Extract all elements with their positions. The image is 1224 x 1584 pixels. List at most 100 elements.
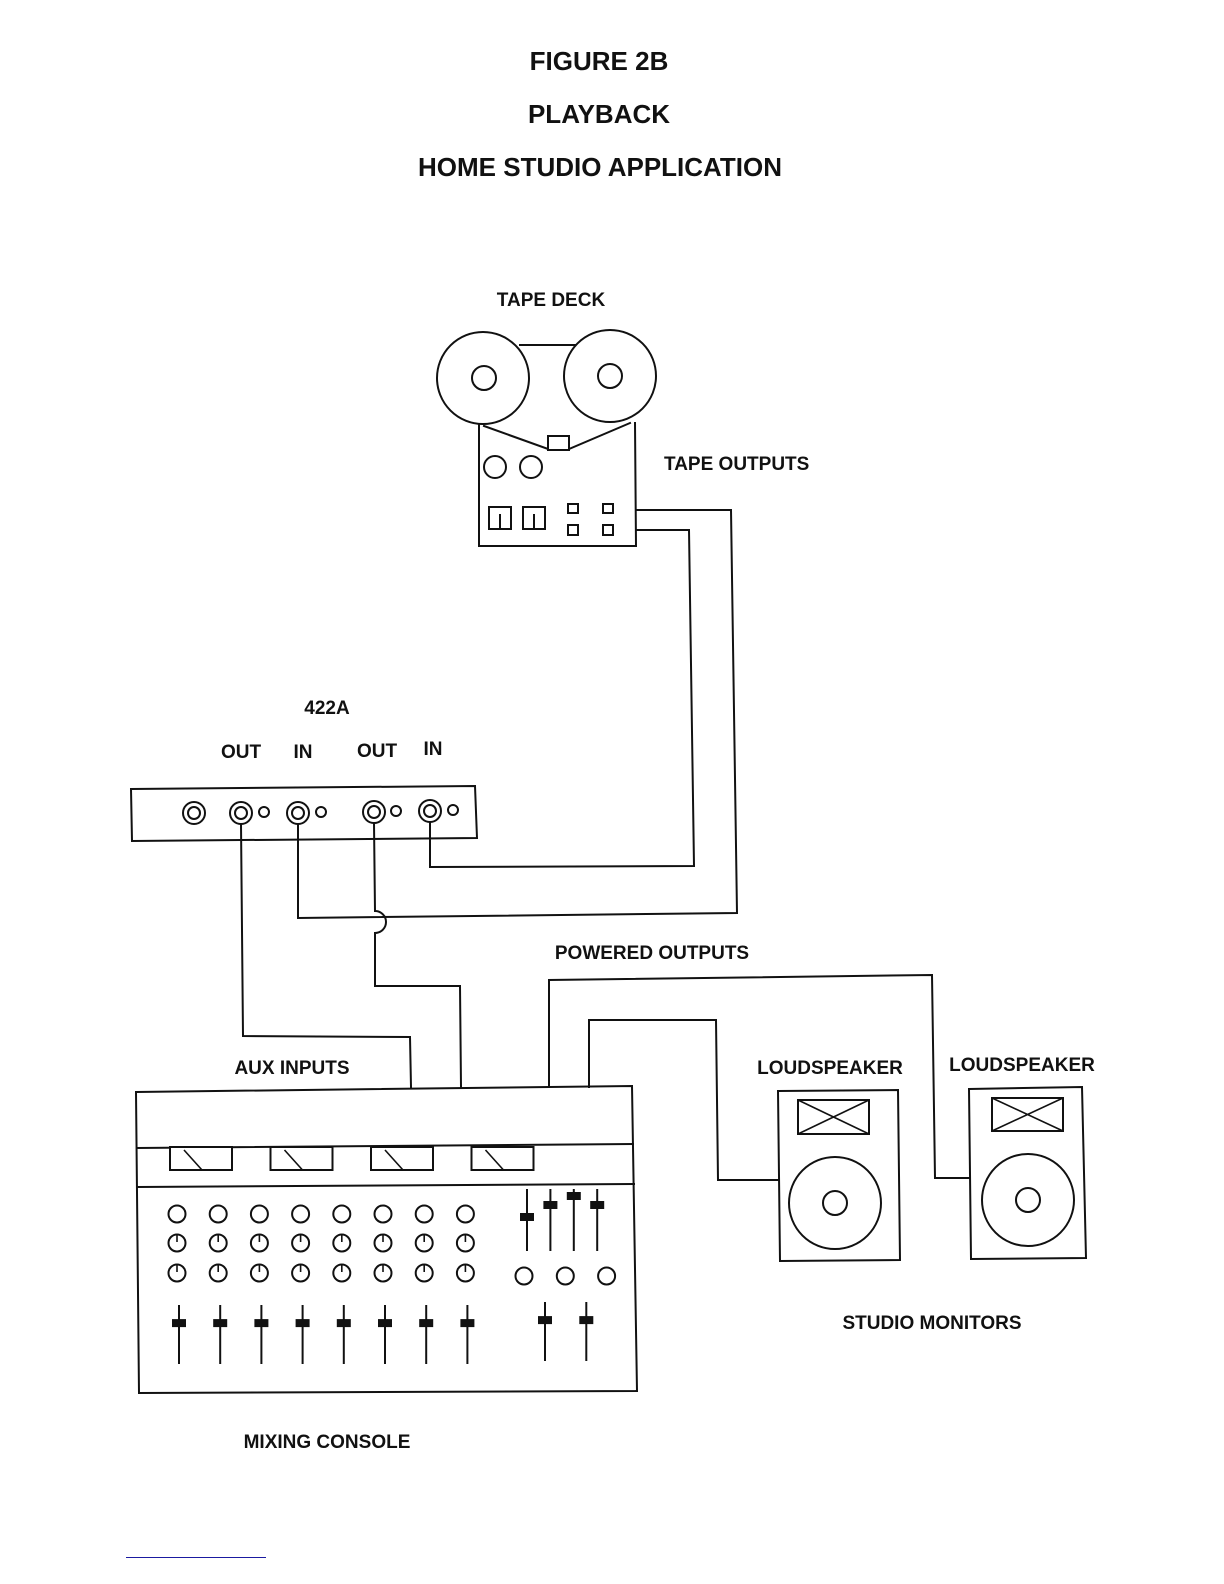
rotary-knob-icon[interactable] — [375, 1235, 392, 1252]
channel-knob-icon[interactable] — [292, 1206, 309, 1223]
jack-out-2-icon — [363, 801, 401, 823]
rotary-knob-icon[interactable] — [333, 1235, 350, 1252]
rotary-knob-icon[interactable] — [375, 1265, 392, 1282]
rotary-knob-icon[interactable] — [416, 1265, 433, 1282]
rotary-knob-icon[interactable] — [251, 1235, 268, 1252]
transport-button-icon — [568, 525, 578, 535]
fader-knob[interactable] — [590, 1201, 604, 1209]
cable-tape-out-2-to-422a-in — [430, 530, 694, 867]
rotary-knob-icon[interactable] — [416, 1235, 433, 1252]
cable-powered-out-to-speaker-left — [589, 1020, 779, 1180]
loudspeaker-label: LOUDSPEAKER — [949, 1055, 1095, 1076]
group-fader[interactable] — [538, 1303, 552, 1360]
fader-knob[interactable] — [419, 1319, 433, 1327]
fader-knob[interactable] — [520, 1213, 534, 1221]
jack-label-in-2: IN — [424, 739, 443, 760]
deck-meter-icon — [484, 456, 506, 478]
tape-head-icon — [548, 436, 569, 450]
fader-knob[interactable] — [567, 1192, 581, 1200]
cable-tape-out-1-to-422a-in — [298, 510, 737, 918]
deck-switch-icon — [523, 507, 545, 529]
vu-meter-icon — [170, 1147, 232, 1170]
deck-switch-icon — [489, 507, 511, 529]
fader-knob[interactable] — [254, 1319, 268, 1327]
jack-label-out-2: OUT — [357, 741, 398, 762]
rotary-knob-icon[interactable] — [251, 1265, 268, 1282]
channel-fader[interactable] — [337, 1306, 351, 1363]
cable-422a-out-1-to-aux — [241, 824, 411, 1087]
fader-knob[interactable] — [460, 1319, 474, 1327]
channel-knob-icon[interactable] — [169, 1206, 186, 1223]
woofer-icon — [789, 1157, 881, 1249]
jack-label-out-1: OUT — [221, 742, 262, 763]
vu-meter-icon — [271, 1147, 333, 1170]
tape-reel-right-icon — [564, 330, 656, 422]
channel-knob-icon[interactable] — [375, 1206, 392, 1223]
master-fader[interactable] — [520, 1190, 534, 1250]
aux-inputs-label: AUX INPUTS — [234, 1058, 349, 1079]
master-knob-icon[interactable] — [557, 1268, 574, 1285]
rotary-knob-icon[interactable] — [457, 1235, 474, 1252]
console-divider — [138, 1184, 634, 1187]
transport-button-icon — [568, 504, 578, 513]
channel-knob-icon[interactable] — [251, 1206, 268, 1223]
studio-monitors-label: STUDIO MONITORS — [842, 1313, 1021, 1334]
tape-outputs-label: TAPE OUTPUTS — [664, 454, 809, 475]
channel-knob-icon[interactable] — [333, 1206, 350, 1223]
fader-knob[interactable] — [378, 1319, 392, 1327]
rotary-knob-icon[interactable] — [210, 1235, 227, 1252]
channel-knob-icon[interactable] — [457, 1206, 474, 1223]
master-knob-icon[interactable] — [516, 1268, 533, 1285]
fader-knob[interactable] — [337, 1319, 351, 1327]
tape-reel-left-icon — [437, 332, 529, 424]
channel-fader[interactable] — [254, 1306, 268, 1363]
rotary-knob-icon[interactable] — [292, 1235, 309, 1252]
master-fader[interactable] — [567, 1190, 581, 1250]
power-jack-icon — [183, 802, 205, 824]
figure-subtitle-mode: PLAYBACK — [528, 99, 670, 129]
transport-button-icon — [603, 525, 613, 535]
fader-knob[interactable] — [296, 1319, 310, 1327]
vu-meter-icon — [472, 1147, 534, 1170]
jack-in-2-icon — [419, 800, 458, 822]
fader-knob[interactable] — [579, 1316, 593, 1324]
master-fader[interactable] — [543, 1190, 557, 1250]
figure-subtitle-application: HOME STUDIO APPLICATION — [418, 152, 782, 182]
master-knob-icon[interactable] — [598, 1268, 615, 1285]
channel-fader[interactable] — [460, 1306, 474, 1363]
loudspeaker-label: LOUDSPEAKER — [757, 1058, 903, 1079]
fader-knob[interactable] — [543, 1201, 557, 1209]
processor-label: 422A — [304, 698, 350, 719]
fader-knob[interactable] — [213, 1319, 227, 1327]
fader-knob[interactable] — [172, 1319, 186, 1327]
master-fader[interactable] — [590, 1190, 604, 1250]
channel-fader[interactable] — [419, 1306, 433, 1363]
tape-deck-label: TAPE DECK — [497, 290, 606, 311]
fader-knob[interactable] — [538, 1316, 552, 1324]
rotary-knob-icon[interactable] — [210, 1265, 227, 1282]
deck-meter-icon — [520, 456, 542, 478]
loudspeaker-left: LOUDSPEAKER — [757, 1058, 903, 1261]
tape-deck: TAPE DECK TAPE — [437, 290, 809, 546]
channel-knob-icon[interactable] — [416, 1206, 433, 1223]
group-fader[interactable] — [579, 1303, 593, 1360]
figure-number: FIGURE 2B — [530, 46, 669, 76]
woofer-icon — [982, 1154, 1074, 1246]
channel-fader[interactable] — [378, 1306, 392, 1363]
jack-in-1-icon — [287, 802, 326, 824]
jack-label-in-1: IN — [294, 742, 313, 763]
rotary-knob-icon[interactable] — [457, 1265, 474, 1282]
rotary-knob-icon[interactable] — [292, 1265, 309, 1282]
channel-fader[interactable] — [172, 1306, 186, 1363]
channel-fader[interactable] — [296, 1306, 310, 1363]
loudspeaker-right: LOUDSPEAKER — [949, 1055, 1095, 1259]
footnote-rule — [126, 1557, 266, 1558]
rotary-knob-icon[interactable] — [169, 1265, 186, 1282]
channel-fader[interactable] — [213, 1306, 227, 1363]
vu-meter-icon — [371, 1147, 433, 1170]
rotary-knob-icon[interactable] — [333, 1265, 350, 1282]
channel-knob-icon[interactable] — [210, 1206, 227, 1223]
transport-button-icon — [603, 504, 613, 513]
rotary-knob-icon[interactable] — [169, 1235, 186, 1252]
